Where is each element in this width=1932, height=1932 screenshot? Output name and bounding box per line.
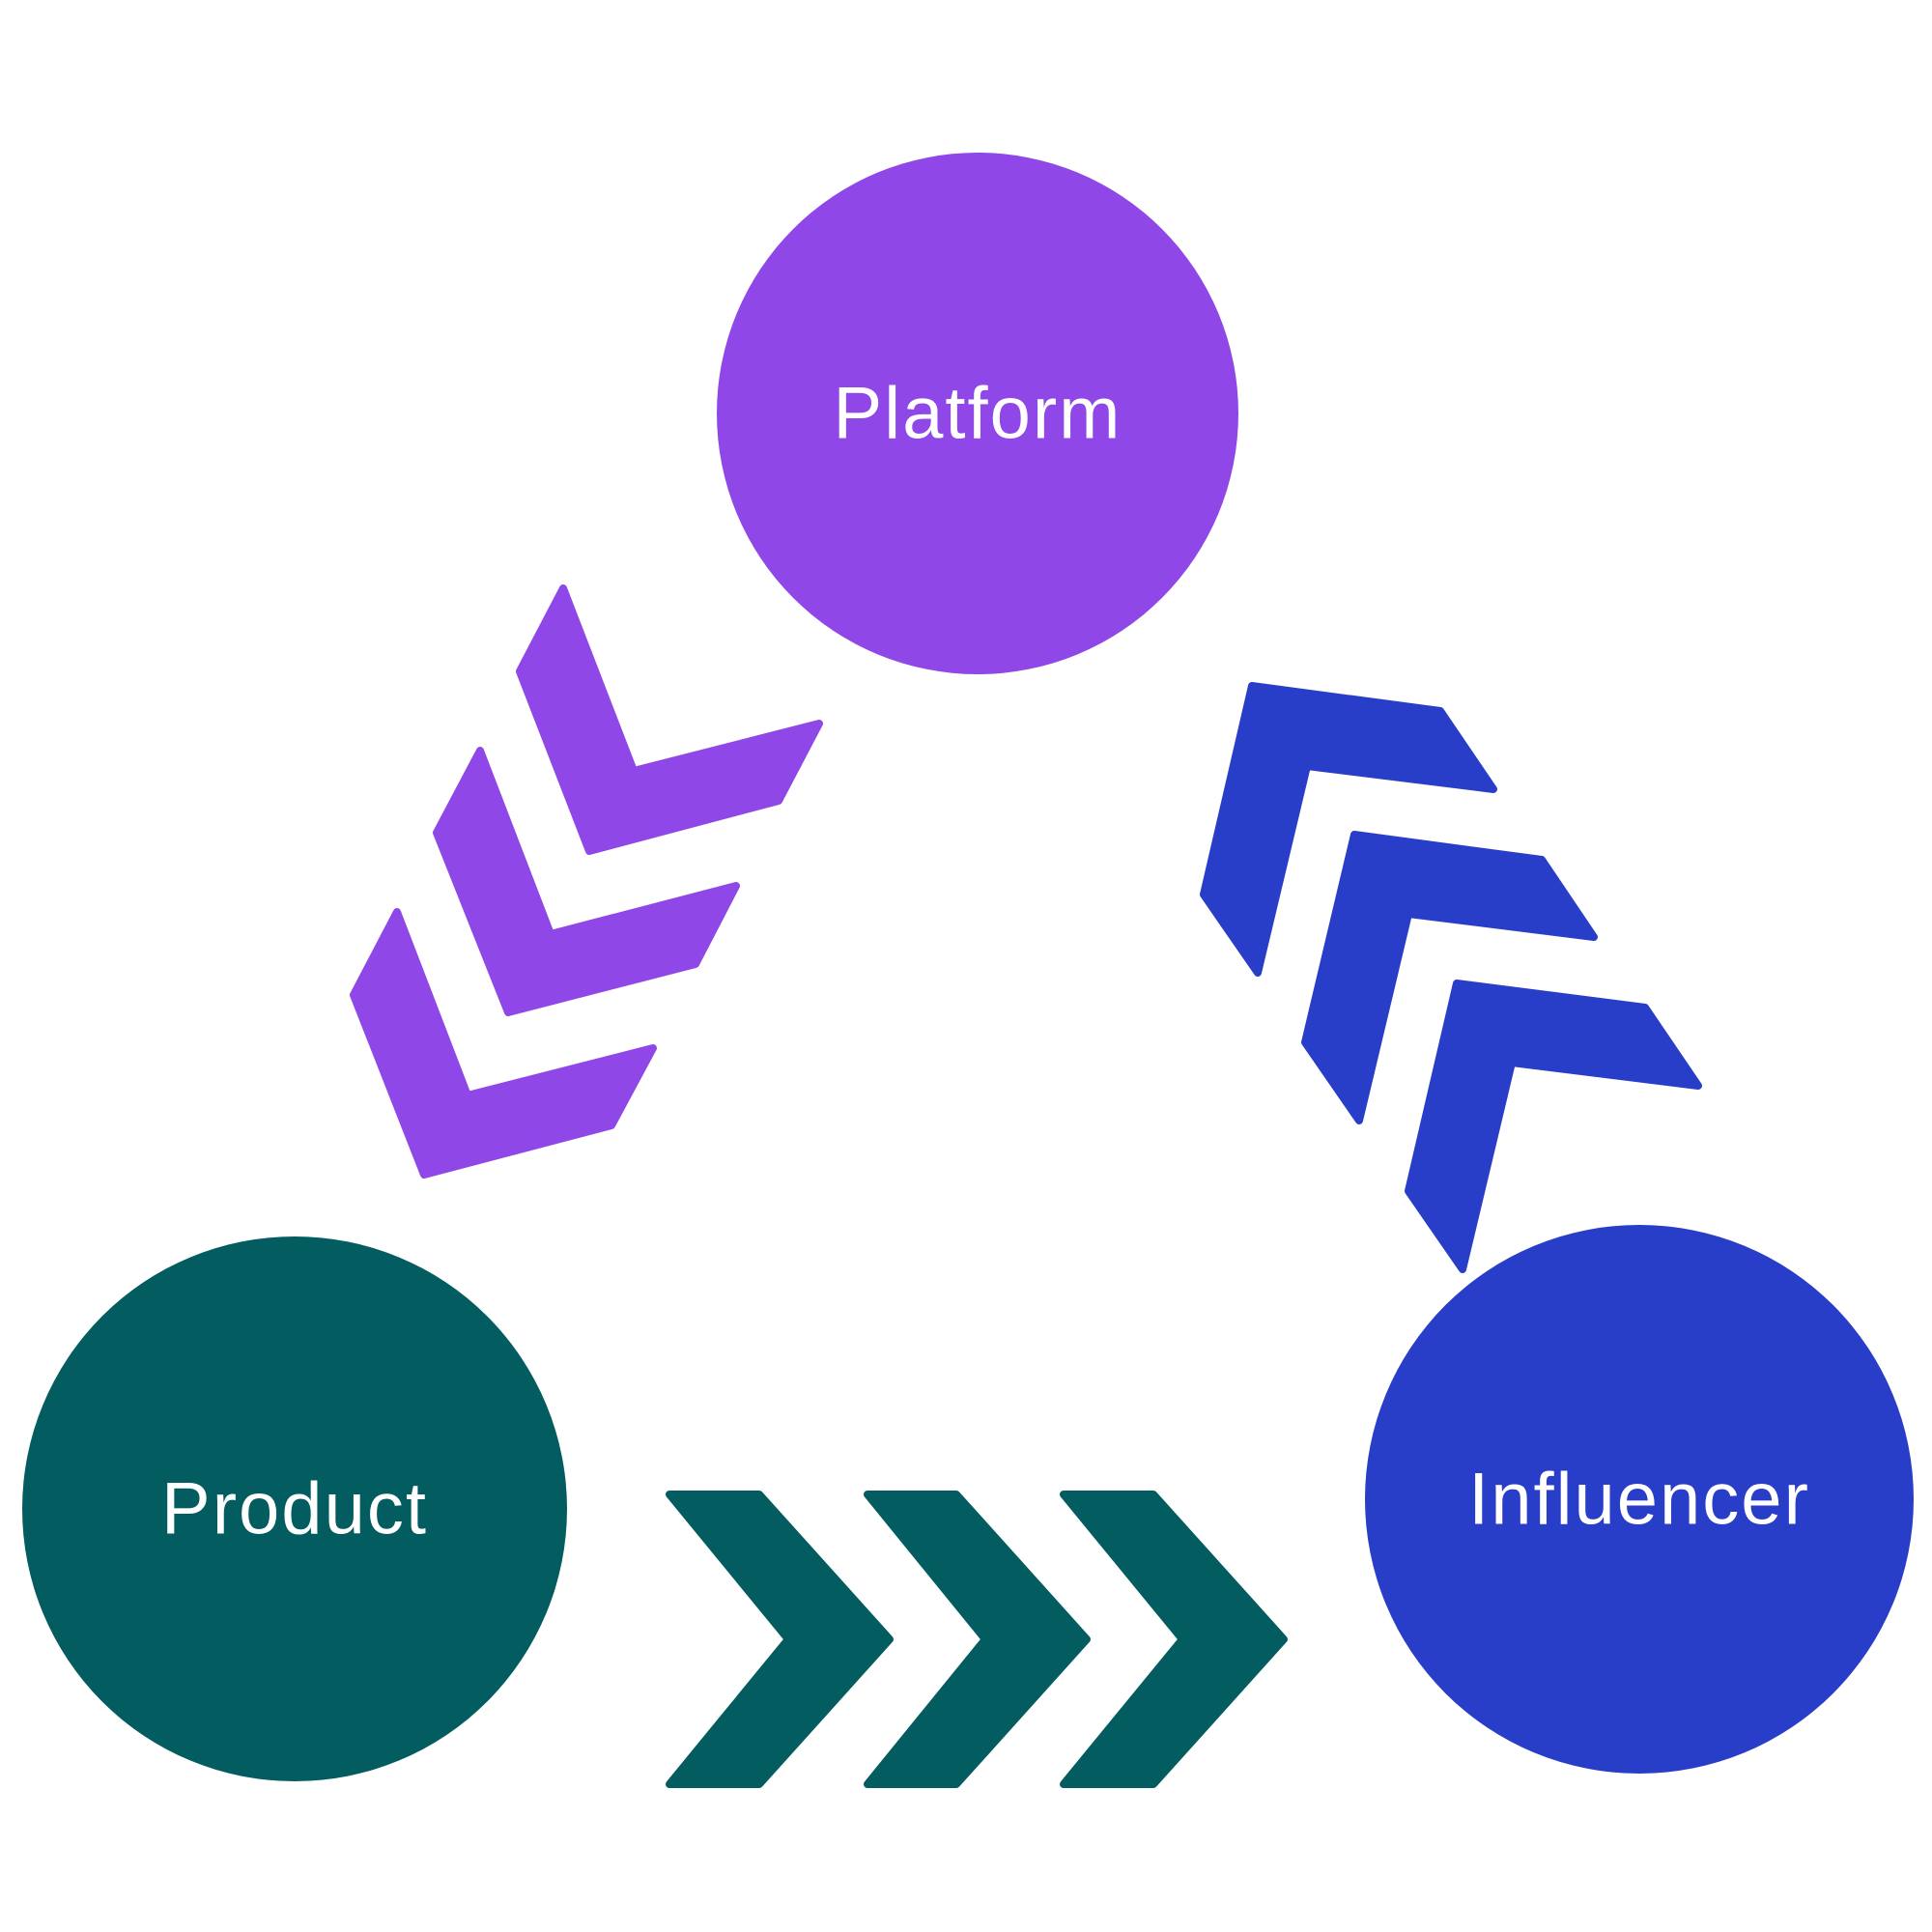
product-to-influencer-chevron (666, 1491, 894, 1788)
influencer-label: Influencer (1468, 1459, 1810, 1541)
platform-to-product-chevron (350, 908, 657, 1179)
influencer-node: Influencer (1365, 1225, 1914, 1774)
product-node: Product (22, 1236, 567, 1781)
product-label: Product (161, 1468, 428, 1550)
platform-circle (717, 153, 1238, 674)
product-to-influencer-chevron (1060, 1491, 1288, 1788)
influencer-circle (1365, 1225, 1914, 1774)
platform-to-product-chevron (516, 584, 823, 855)
platform-label: Platform (834, 373, 1122, 455)
influencer-to-platform-arrow (1200, 682, 1702, 1273)
platform-to-product-chevron (433, 747, 740, 1016)
influencer-to-platform-chevron (1405, 980, 1702, 1273)
product-to-influencer-arrow (666, 1491, 1288, 1788)
platform-to-product-arrow (350, 584, 823, 1179)
platform-node: Platform (717, 153, 1238, 674)
product-circle (22, 1236, 567, 1781)
product-to-influencer-chevron (864, 1491, 1091, 1788)
influencer-to-platform-chevron (1301, 831, 1598, 1124)
influencer-to-platform-chevron (1200, 682, 1497, 977)
